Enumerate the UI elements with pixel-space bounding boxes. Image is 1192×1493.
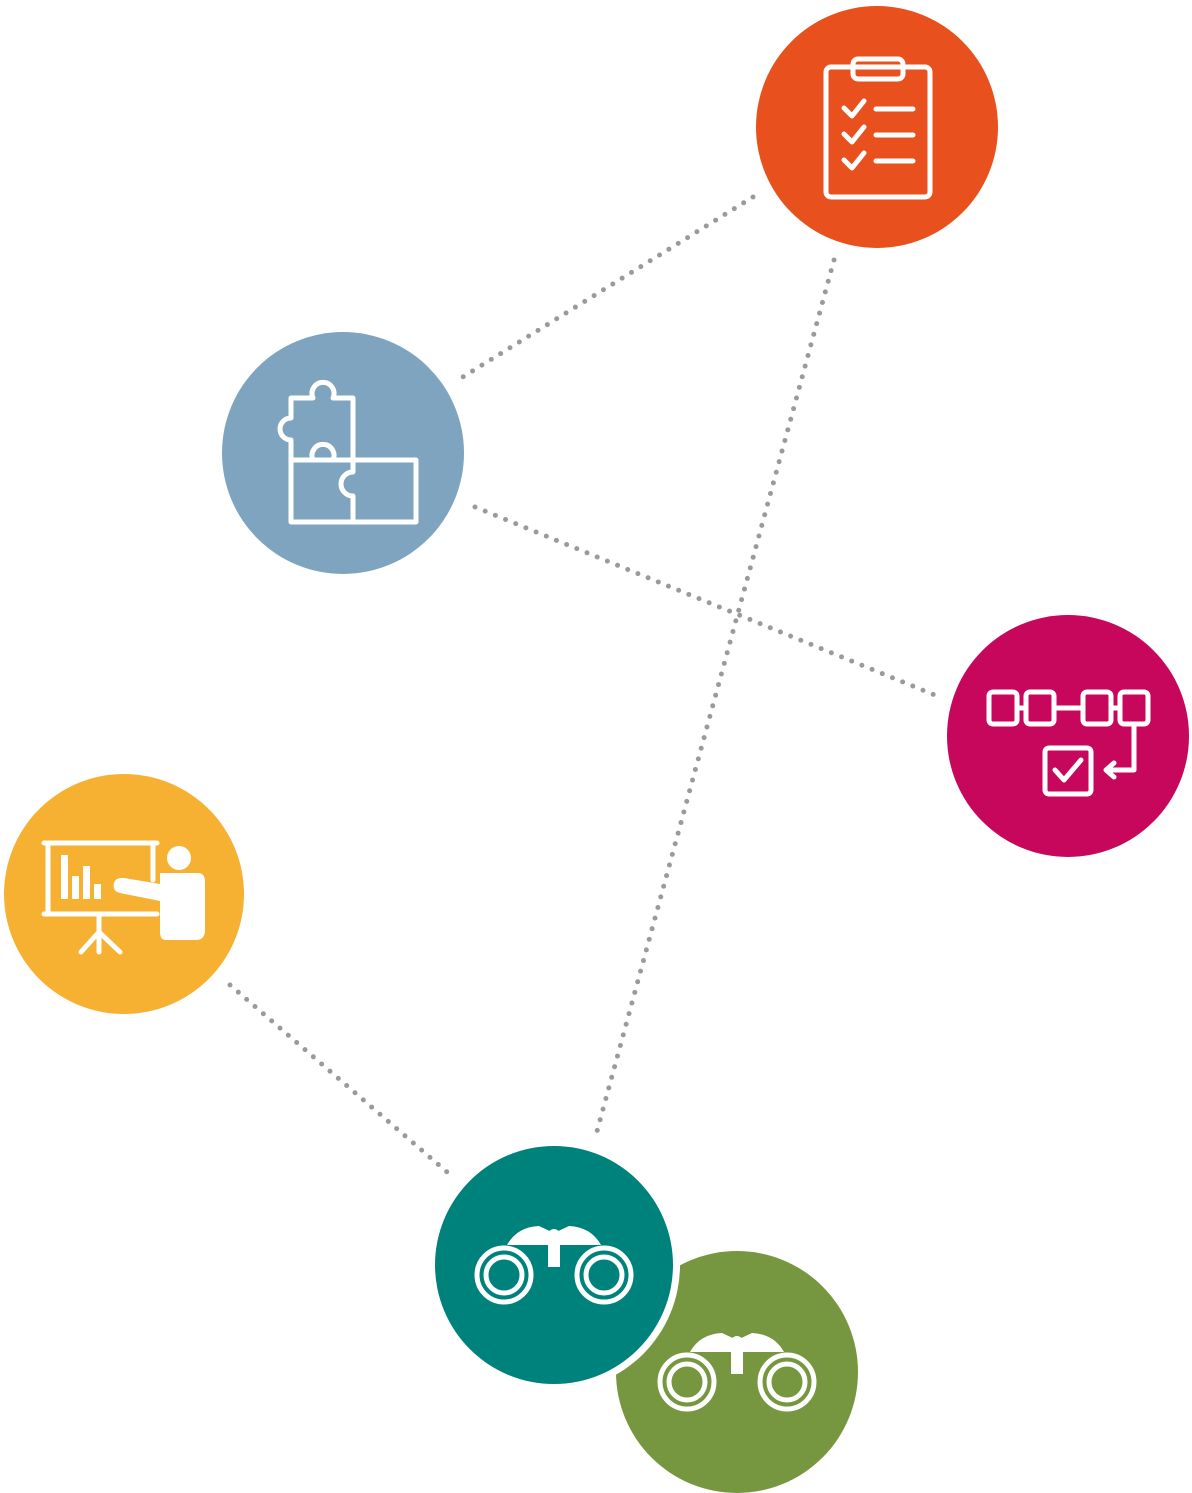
process-circle[interactable] <box>947 615 1189 857</box>
connector-checklist-binoculars <box>593 257 837 1138</box>
checklist-circle[interactable] <box>756 6 998 248</box>
presenter-chart-icon <box>41 840 205 955</box>
clipboard-checklist-icon <box>823 56 933 200</box>
connector-presentation-binoculars <box>227 982 450 1175</box>
binoculars-icon <box>657 1333 817 1412</box>
connectors <box>227 194 945 1175</box>
node-checklist[interactable] <box>756 6 998 248</box>
node-binoculars-teal[interactable] <box>428 1139 680 1391</box>
connector-checklist-puzzle <box>455 194 756 383</box>
node-presentation[interactable] <box>4 774 244 1014</box>
puzzle-pieces-icon <box>277 379 419 525</box>
process-flow-checkbox-icon <box>986 689 1151 797</box>
binoculars-icon <box>474 1226 634 1305</box>
connector-puzzle-process <box>472 504 945 701</box>
node-binoculars-green[interactable] <box>616 1251 858 1493</box>
puzzle-circle[interactable] <box>222 332 464 574</box>
node-process[interactable] <box>947 615 1189 857</box>
presentation-circle[interactable] <box>4 774 244 1014</box>
node-puzzle[interactable] <box>222 332 464 574</box>
